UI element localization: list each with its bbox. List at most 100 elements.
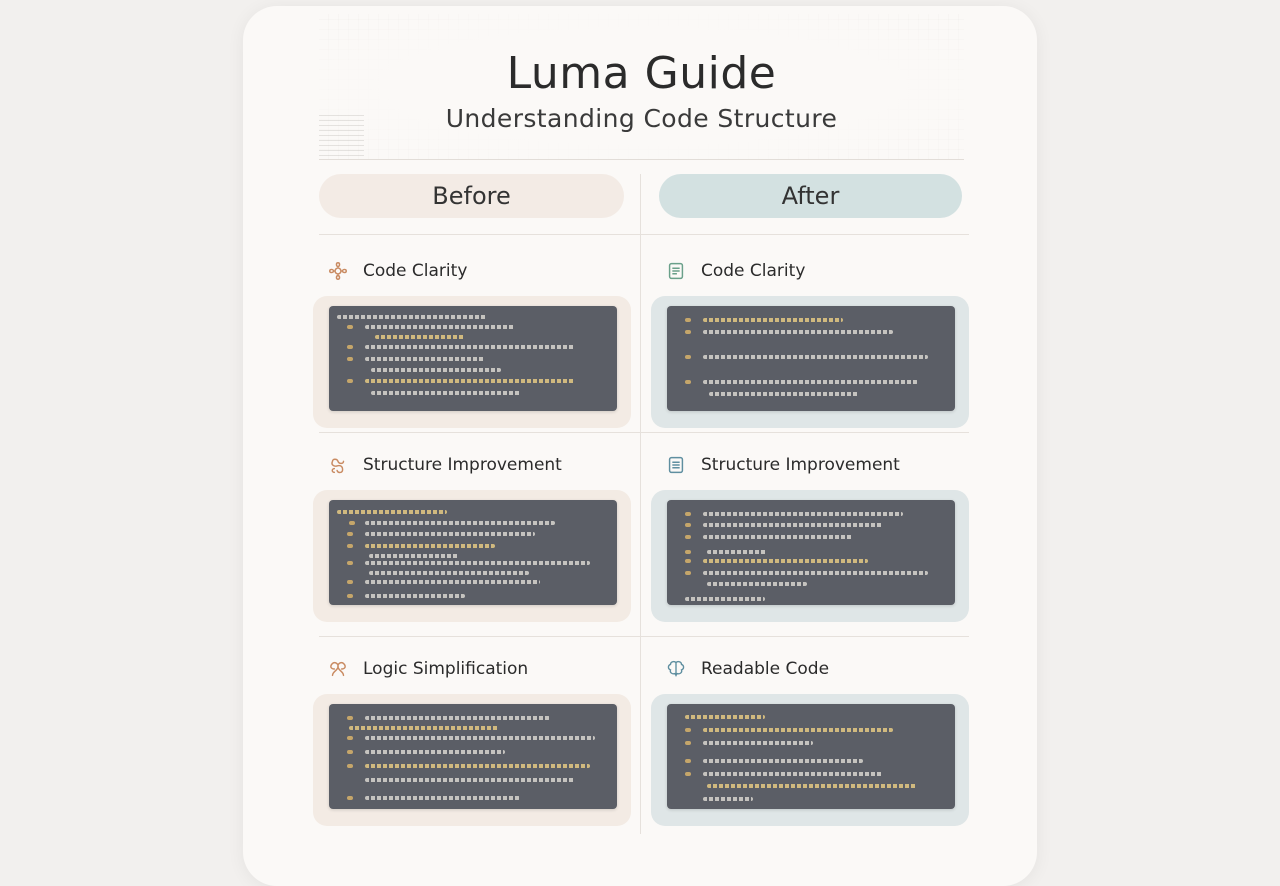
code-line — [365, 561, 590, 565]
code-line — [365, 345, 575, 349]
after-column-header: After — [659, 174, 962, 218]
code-line — [685, 550, 691, 554]
code-snippet — [329, 306, 617, 411]
code-line — [375, 335, 465, 339]
code-line — [685, 759, 691, 763]
code-line — [365, 532, 535, 536]
code-line — [365, 379, 575, 383]
section-label: Readable Code — [701, 659, 830, 679]
code-line — [703, 728, 893, 732]
page-title: Luma Guide — [506, 48, 777, 99]
code-line — [347, 561, 353, 565]
code-line — [337, 315, 487, 319]
code-line — [703, 772, 883, 776]
after-section-code-clarity: Code Clarity — [651, 254, 971, 434]
code-line — [685, 535, 691, 539]
code-line — [365, 736, 595, 740]
tangle-icon — [331, 458, 345, 474]
code-line — [703, 741, 813, 745]
code-line — [365, 716, 550, 720]
row-divider — [319, 636, 969, 637]
document-icon — [668, 456, 684, 474]
code-line — [347, 345, 353, 349]
document-icon — [668, 262, 684, 280]
row-divider — [319, 432, 969, 433]
code-line — [347, 325, 353, 329]
code-snippet — [667, 306, 955, 411]
before-column-header: Before — [319, 174, 624, 218]
code-line — [685, 597, 765, 601]
code-line — [685, 523, 691, 527]
code-line — [371, 368, 501, 372]
code-line — [347, 716, 353, 720]
after-section-structure-improvement: Structure Improvement — [651, 448, 971, 628]
code-line — [347, 764, 353, 768]
page-subtitle: Understanding Code Structure — [445, 104, 838, 133]
code-line — [703, 559, 868, 563]
code-line — [703, 355, 928, 359]
after-section-readable-code: Readable Code — [651, 652, 971, 832]
code-line — [685, 728, 691, 732]
section-label: Code Clarity — [363, 261, 468, 281]
code-line — [685, 318, 691, 322]
code-line — [685, 571, 691, 575]
code-line — [349, 521, 355, 525]
code-line — [365, 778, 575, 782]
section-label: Code Clarity — [701, 261, 806, 281]
before-section-logic-simplification: Logic Simplification — [313, 652, 633, 832]
section-label: Logic Simplification — [363, 659, 529, 679]
code-line — [365, 796, 520, 800]
code-line — [703, 759, 863, 763]
code-line — [347, 796, 353, 800]
guide-card: Luma Guide Understanding Code Structure … — [243, 6, 1037, 886]
code-line — [703, 797, 753, 801]
code-line — [685, 355, 691, 359]
section-label: Structure Improvement — [701, 455, 900, 475]
code-line — [703, 512, 903, 516]
code-line — [347, 750, 353, 754]
knot-icon — [330, 661, 346, 677]
code-line — [347, 379, 353, 383]
decorative-lines — [319, 111, 364, 156]
code-line — [709, 392, 859, 396]
code-line — [347, 544, 353, 548]
code-line — [685, 772, 691, 776]
code-line — [365, 764, 590, 768]
code-line — [337, 510, 447, 514]
code-line — [371, 391, 521, 395]
code-line — [703, 330, 893, 334]
code-line — [703, 523, 883, 527]
column-divider — [640, 174, 641, 834]
code-snippet — [329, 500, 617, 605]
code-line — [347, 594, 353, 598]
code-line — [685, 330, 691, 334]
code-line — [349, 726, 499, 730]
code-line — [703, 535, 853, 539]
code-line — [365, 544, 495, 548]
code-snippet — [667, 704, 955, 809]
section-label: Structure Improvement — [363, 455, 562, 475]
code-line — [365, 357, 485, 361]
code-line — [685, 741, 691, 745]
before-section-code-clarity: Code Clarity — [313, 254, 633, 434]
code-line — [347, 580, 353, 584]
code-line — [365, 325, 515, 329]
brain-icon — [667, 660, 685, 677]
code-line — [365, 521, 555, 525]
code-line — [365, 594, 465, 598]
code-line — [369, 554, 459, 558]
code-line — [685, 380, 691, 384]
code-line — [703, 318, 843, 322]
code-line — [347, 357, 353, 361]
code-line — [703, 571, 928, 575]
code-line — [685, 715, 765, 719]
code-line — [707, 784, 917, 788]
before-section-structure-improvement: Structure Improvement — [313, 448, 633, 628]
code-line — [365, 580, 540, 584]
code-line — [707, 582, 807, 586]
header: Luma Guide Understanding Code Structure — [319, 14, 964, 160]
code-line — [347, 532, 353, 536]
code-line — [685, 512, 691, 516]
code-line — [685, 559, 691, 563]
code-snippet — [329, 704, 617, 809]
